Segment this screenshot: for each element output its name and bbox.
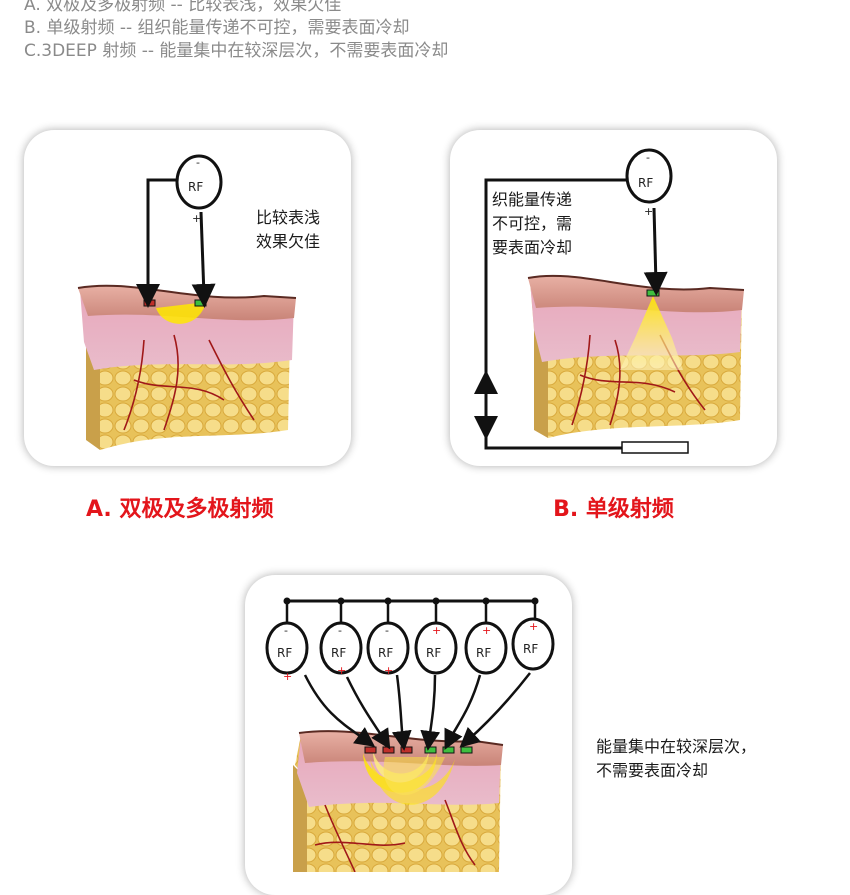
panel-a-card: - RF + (24, 130, 351, 466)
panel-a-note-line1: 比较表浅 (256, 208, 321, 227)
rf4-label: RF (426, 646, 441, 660)
panel-b-note: 织能量传递 不可控，需 要表面冷却 (492, 188, 572, 260)
rf-wires (303, 672, 531, 751)
rf-bus (283, 597, 539, 623)
panel-b-caption: B. 单级射频 (553, 497, 674, 522)
panel-a-note-line2: 效果欠佳 (256, 232, 321, 251)
rf-label: RF (188, 180, 203, 194)
rf3-minus: - (385, 624, 389, 637)
rf2-plus: + (337, 664, 346, 677)
intro-text: A. 双极及多极射频 -- 比较表浅，效果欠佳 B. 单级射频 -- 组织能量传… (24, 0, 724, 63)
rf-label: RF (638, 176, 653, 190)
electrode-positive (194, 299, 207, 307)
return-wire (484, 178, 628, 450)
panel-a-note: 比较表浅 效果欠佳 (256, 206, 320, 254)
return-pad (621, 441, 689, 454)
rf5-label: RF (476, 646, 491, 660)
wire-active (643, 207, 668, 296)
electrode-negative (143, 299, 156, 307)
rf-generator-5: + RF (464, 621, 508, 675)
panel-b-note-line2: 不可控，需 (492, 214, 573, 233)
panel-b-note-line1: 织能量传递 (492, 190, 573, 209)
rf2-minus: - (338, 624, 342, 637)
rf-minus-sign: - (646, 151, 650, 164)
rf-minus-sign: - (196, 156, 200, 169)
rf-generator-6: + RF (511, 617, 555, 671)
rf4-plus: + (432, 624, 441, 637)
intro-line-c: C.3DEEP 射频 -- 能量集中在较深层次，不需要表面冷却 (24, 41, 449, 61)
panel-a-diagram: - RF + (77, 154, 297, 450)
wire-positive (191, 211, 216, 308)
rf1-minus: - (284, 624, 288, 637)
electrode-active (646, 289, 660, 297)
rf-generator: - RF + (625, 148, 673, 218)
panel-b-card: - RF + (450, 130, 777, 466)
rf3-label: RF (378, 646, 393, 660)
skin-tissue-block (77, 284, 297, 450)
panel-c-card: - RF + - RF + - RF + + RF + RF + (245, 575, 572, 895)
rf3-plus: + (384, 664, 393, 677)
panel-c-note: 能量集中在较深层次， 不需要表面冷却 (596, 735, 756, 783)
rf-plus-sign: + (192, 212, 201, 225)
rf2-label: RF (331, 646, 346, 660)
panel-b-note-line3: 要表面冷却 (492, 238, 573, 257)
rf1-label: RF (277, 646, 292, 660)
rf5-plus: + (482, 624, 491, 637)
rf-generator-2: - RF + (319, 621, 363, 677)
wire-negative (136, 178, 176, 308)
panel-c-note-line2: 不需要表面冷却 (596, 761, 709, 780)
panel-a-caption: A. 双极及多极射频 (86, 497, 274, 522)
panel-b-diagram: - RF + (474, 148, 745, 454)
energy-field (363, 751, 455, 805)
rf-plus-sign: + (644, 205, 653, 218)
intro-line-b: B. 单级射频 -- 组织能量传递不可控，需要表面冷却 (24, 18, 410, 38)
rf1-plus: + (283, 670, 292, 683)
intro-line-a: A. 双极及多极射频 -- 比较表浅，效果欠佳 (24, 0, 342, 15)
rf6-plus: + (529, 620, 538, 633)
rf-generator-4: + RF (414, 621, 458, 675)
energy-beam (620, 296, 683, 370)
panel-c-note-line1: 能量集中在较深层次， (596, 737, 757, 756)
rf-generator-1: - RF + (265, 621, 309, 683)
rf6-label: RF (523, 642, 538, 656)
panel-c-diagram: - RF + - RF + - RF + + RF + RF + (265, 597, 555, 872)
rf-generator: - RF + (175, 154, 223, 225)
rf-generator-3: - RF + (366, 621, 410, 677)
